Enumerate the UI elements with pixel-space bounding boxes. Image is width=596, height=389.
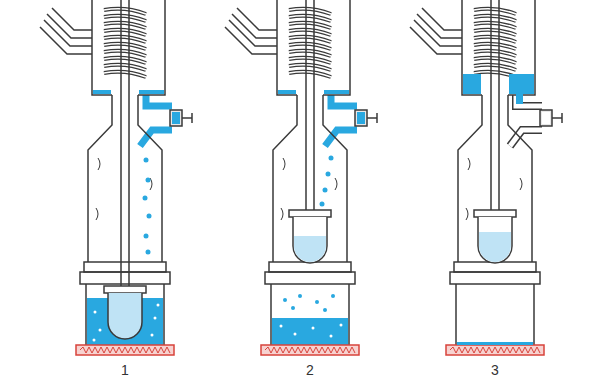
stage-number: 2 bbox=[306, 362, 314, 378]
stage-number: 3 bbox=[491, 362, 499, 378]
stage-number: 1 bbox=[121, 362, 129, 378]
